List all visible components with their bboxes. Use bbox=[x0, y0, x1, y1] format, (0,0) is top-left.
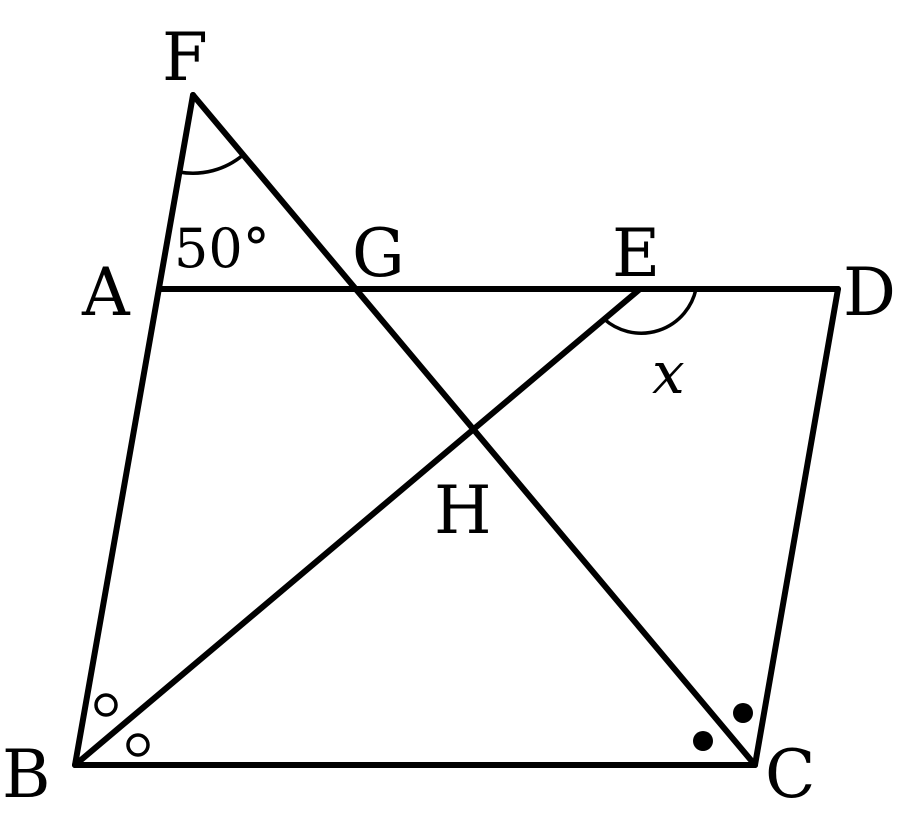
angle-arc-x bbox=[602, 288, 698, 335]
label-C: C bbox=[765, 736, 816, 813]
label-A: A bbox=[81, 254, 131, 331]
label-F: F bbox=[162, 19, 208, 96]
angle-arc-F bbox=[178, 153, 245, 175]
angle-mark-B-upper bbox=[94, 693, 118, 717]
angle-mark-B-lower bbox=[126, 733, 150, 757]
angle-mark-C-upper bbox=[733, 703, 753, 723]
label-H: H bbox=[434, 472, 492, 549]
segment-BF bbox=[72, 92, 196, 768]
segment-BE bbox=[72, 286, 643, 768]
label-E: E bbox=[612, 215, 660, 292]
label-G: G bbox=[352, 215, 405, 292]
segment-DC bbox=[752, 286, 841, 768]
label-B: B bbox=[2, 736, 51, 813]
label-D: D bbox=[843, 254, 896, 331]
angle-label-x: x bbox=[652, 339, 685, 407]
angle-mark-C-lower bbox=[693, 731, 713, 751]
angle-label-F: 50° bbox=[174, 217, 270, 280]
